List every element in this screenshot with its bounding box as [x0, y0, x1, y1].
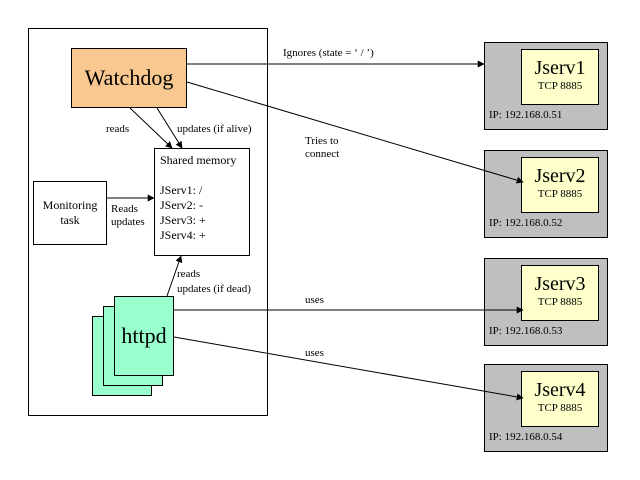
httpd-card-front	[114, 296, 174, 376]
shared-memory-entry: JServ2: -	[160, 198, 203, 212]
server-jserv2-process: Jserv2 TCP 8885	[521, 157, 599, 213]
server-jserv3-process: Jserv3 TCP 8885	[521, 265, 599, 321]
edge-label-line: Reads	[111, 203, 138, 215]
server-jserv1-process: Jserv1 TCP 8885	[521, 49, 599, 105]
edge-httpd-shm	[166, 255, 183, 297]
server-name: Jserv3	[534, 273, 586, 295]
server-ip: IP: 192.168.0.51	[489, 109, 563, 121]
edge-label-line: connect	[305, 148, 340, 160]
edge-watchdog-shm-updates	[156, 107, 183, 149]
edge-label-line: updates	[111, 216, 145, 228]
edge-label-uses: uses	[305, 294, 324, 306]
server-name: Jserv1	[534, 57, 586, 79]
watchdog-label: Watchdog	[84, 65, 174, 90]
server-port: TCP 8885	[537, 188, 583, 200]
shared-memory-title: Shared memory	[160, 153, 237, 167]
server-port: TCP 8885	[537, 296, 583, 308]
server-jserv4: Jserv4 TCP 8885 IP: 192.168.0.54	[484, 364, 608, 452]
server-ip: IP: 192.168.0.53	[489, 325, 563, 337]
server-port: TCP 8885	[537, 402, 583, 414]
monitoring-task-node: Monitoring task	[33, 181, 107, 245]
shared-memory-entry: JServ4: +	[160, 228, 206, 242]
shared-memory-node: Shared memory JServ1: / JServ2: - JServ3…	[154, 148, 250, 256]
watchdog-node: Watchdog	[71, 48, 187, 108]
shared-memory-entry: JServ1: /	[160, 183, 203, 197]
server-jserv1: Jserv1 TCP 8885 IP: 192.168.0.51	[484, 42, 608, 130]
edge-httpd-jserv4	[173, 336, 524, 401]
edge-label-reads-updates: Reads updates	[111, 203, 145, 229]
server-name: Jserv4	[534, 379, 586, 401]
server-ip: IP: 192.168.0.54	[489, 431, 563, 443]
server-jserv4-process: Jserv4 TCP 8885	[521, 371, 599, 427]
edge-label-ignores: Ignores (state = ‘ / ’)	[283, 47, 374, 59]
monitoring-task-label-line: task	[60, 213, 80, 227]
server-ip: IP: 192.168.0.52	[489, 217, 563, 229]
monitoring-task-label-line: Monitoring	[42, 198, 98, 212]
server-name: Jserv2	[534, 165, 586, 187]
server-port: TCP 8885	[537, 80, 583, 92]
edge-label-updates-if-alive: updates (if alive)	[177, 123, 252, 135]
httpd-label: httpd	[121, 323, 167, 348]
edge-watchdog-jserv2	[186, 81, 524, 184]
shared-memory-entry: JServ3: +	[160, 213, 206, 227]
edge-label-tries-to-connect: Tries to connect	[305, 135, 339, 161]
edge-watchdog-shm-reads	[129, 107, 173, 149]
edge-label-uses: uses	[305, 347, 324, 359]
edge-label-reads: reads	[106, 123, 130, 135]
edge-label-httpd-reads: reads	[177, 268, 201, 280]
edge-label-updates-if-dead: updates (if dead)	[177, 283, 251, 295]
server-jserv3: Jserv3 TCP 8885 IP: 192.168.0.53	[484, 258, 608, 346]
server-jserv2: Jserv2 TCP 8885 IP: 192.168.0.52	[484, 150, 608, 238]
edge-label-line: Tries to	[305, 135, 339, 147]
